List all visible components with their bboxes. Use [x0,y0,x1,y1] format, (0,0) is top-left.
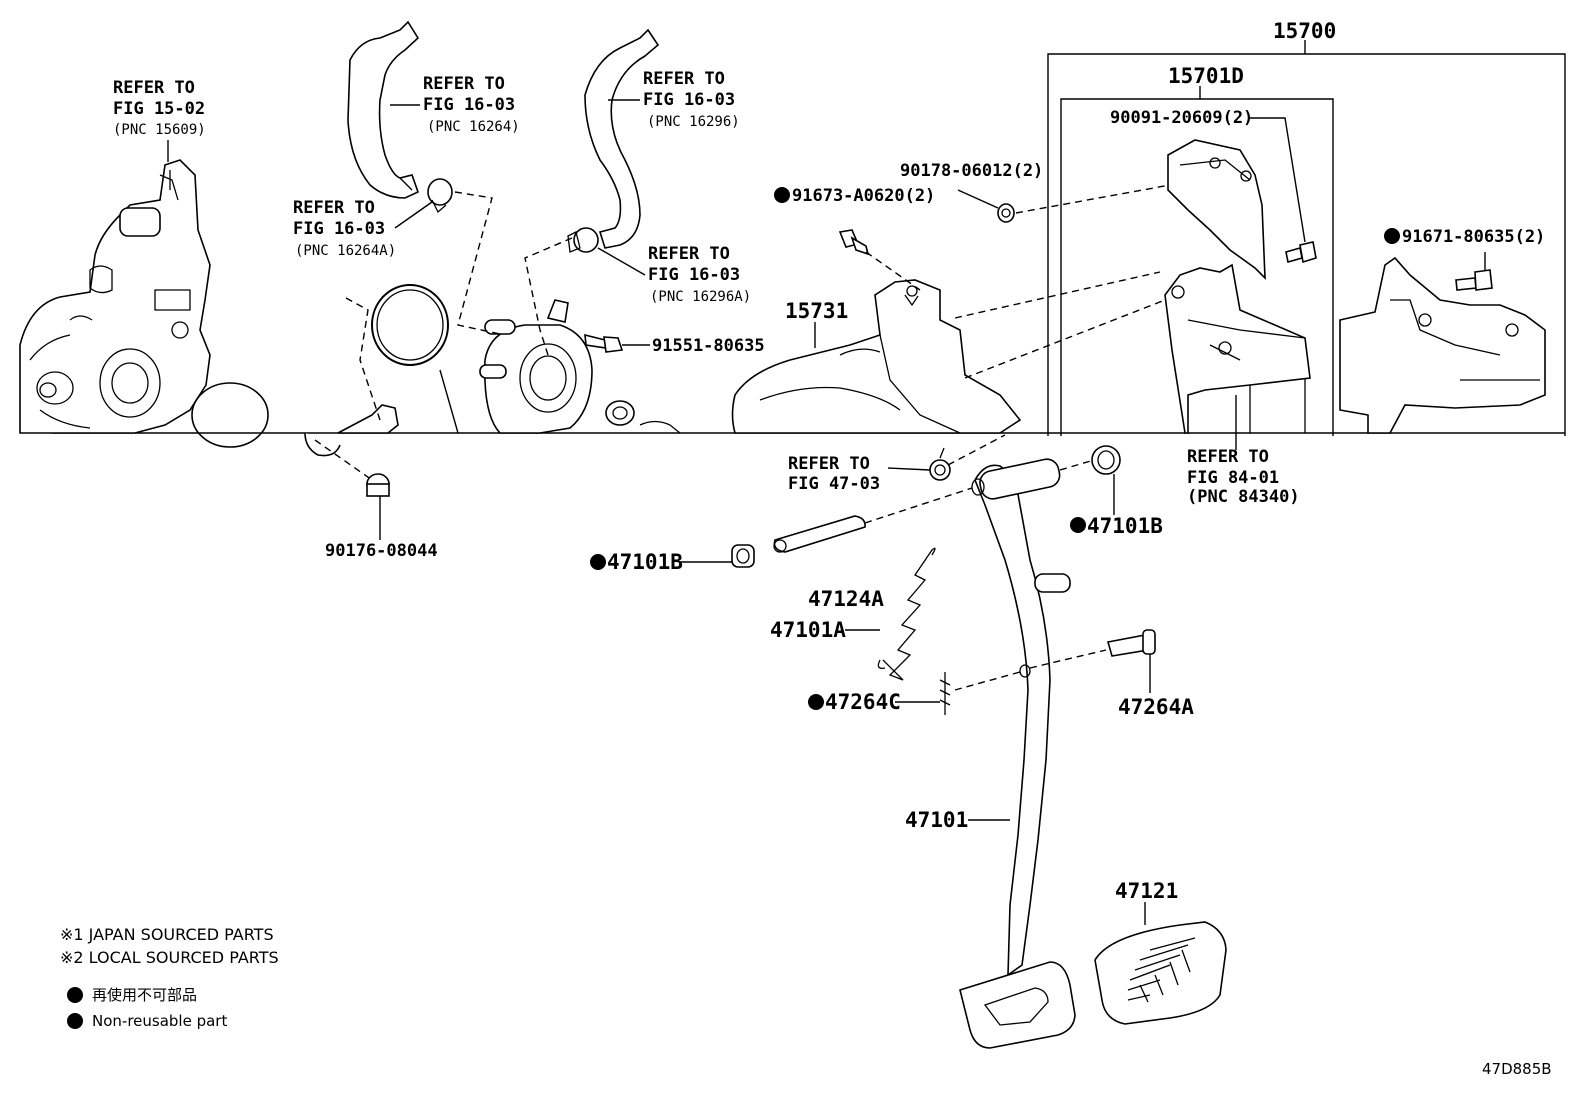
refer-r7-line1: REFER TO [1187,447,1269,467]
bolt-91671-80635 [1455,269,1493,291]
refer-r7-line2: FIG 84-01 [1187,468,1279,488]
non-reusable-marker [774,187,790,203]
return-spring-47101a [877,547,936,681]
refer-r1-line1: REFER TO [113,78,195,98]
refer-block-r4: REFER TO FIG 16-03 (PNC 16264A) [293,198,396,259]
refer-r2-line1: REFER TO [423,74,505,94]
clip-47264c [939,672,951,715]
refer-r4-pnc: (PNC 16264A) [295,243,396,259]
diagram-code: 47D885B [1482,1060,1552,1078]
hose-16264-drawing [347,20,420,199]
non-reusable-marker [1384,228,1400,244]
label-15731: 15731 [785,299,848,323]
legend-bullet-jp: 再使用不可部品 [92,986,197,1004]
label-15701d: 15701D [1168,64,1244,88]
non-reusable-marker [1070,517,1086,533]
refer-block-r1: REFER TO FIG 15-02 (PNC 15609) [113,78,206,138]
refer-block-r5: REFER TO FIG 16-03 (PNC 16296A) [648,244,751,305]
bracket-15701d-drawing [1167,139,1266,281]
refer-r7-pnc: (PNC 84340) [1187,487,1300,507]
label-47101a: 47101A [770,618,846,642]
refer-r3-pnc: (PNC 16296) [647,114,740,130]
refer-r4-line1: REFER TO [293,198,375,218]
refer-block-r6: REFER TO FIG 47-03 [788,454,880,494]
non-reusable-marker [590,554,606,570]
refer-block-r7: REFER TO FIG 84-01 (PNC 84340) [1187,447,1300,507]
pin-47264a [1106,629,1156,657]
refer-r2-line2: FIG 16-03 [423,95,515,115]
label-47124a: 47124A [808,587,884,611]
oil-cooler-drawing [479,299,681,434]
refer-r6-line2: FIG 47-03 [788,474,880,494]
non-reusable-marker [808,694,824,710]
refer-r6-line1: REFER TO [788,454,870,474]
water-pump-housing-drawing [19,159,211,434]
refer-r5-pnc: (PNC 16296A) [650,289,751,305]
legend-bullet-icon [67,987,83,1003]
label-91671: 91671-80635(2) [1402,227,1545,247]
hose-clamp-16264a [427,178,453,214]
legend-bullet-icon [67,1013,83,1029]
label-47101: 47101 [905,808,968,832]
label-47121: 47121 [1115,879,1178,903]
refer-r4-line2: FIG 16-03 [293,219,385,239]
guide-lines-upper-left [314,191,573,481]
assembly-box-15701d [1060,86,1334,436]
assembly-box-15700 [1047,40,1566,436]
refer-block-r2: REFER TO FIG 16-03 (PNC 16264) [423,74,520,135]
hose-clamp-16296a [567,227,599,253]
refer-r1-line2: FIG 15-02 [113,99,205,119]
nut-90178-06012 [997,203,1015,223]
refer-r1-pnc: (PNC 15609) [113,122,206,138]
refer-r2-pnc: (PNC 16264) [427,119,520,135]
bracket-main-drawing [1164,263,1311,434]
bracket-clip-drawing [304,404,399,497]
refer-block-r3: REFER TO FIG 16-03 (PNC 16296) [643,69,740,130]
label-90091: 90091-20609(2) [1110,108,1253,128]
o-ring-large [371,284,449,366]
label-90176: 90176-08044 [325,541,438,561]
refer-r3-line1: REFER TO [643,69,725,89]
label-47264a: 47264A [1118,695,1194,719]
bushing-47101b-left [731,544,755,568]
label-15700: 15700 [1273,19,1336,43]
label-91673: 91673-A0620(2) [792,186,935,206]
legend-note-local: ※2 LOCAL SOURCED PARTS [60,948,279,967]
refer-r5-line2: FIG 16-03 [648,265,740,285]
collar-47124a [773,515,866,553]
brake-pedal-arm-47101 [959,458,1076,1049]
legend: ※1 JAPAN SOURCED PARTS ※2 LOCAL SOURCED … [60,925,279,1030]
nut-fig-47-03 [929,447,951,481]
bolt-91673-a0620 [838,229,870,256]
label-90178: 90178-06012(2) [900,161,1043,181]
bolt-90091-20609 [1285,241,1317,264]
bushing-47101b-right [1091,445,1121,475]
insulator-15731-drawing [731,279,1022,434]
label-47101b-right: 47101B [1087,514,1163,538]
refer-r3-line2: FIG 16-03 [643,90,735,110]
label-47264c: 47264C [825,690,901,714]
label-47101b-left: 47101B [607,550,683,574]
bolt-91551-80635 [584,333,624,353]
legend-note-japan: ※1 JAPAN SOURCED PARTS [60,925,274,944]
gasket-ring-left [191,382,269,448]
pedal-pad-47121 [1094,921,1227,1025]
legend-bullet-en: Non-reusable part [92,1012,227,1030]
refer-r5-line1: REFER TO [648,244,730,264]
bracket-right-drawing [1339,256,1546,434]
label-91551: 91551-80635 [652,336,765,356]
hose-16296-drawing [584,28,660,249]
